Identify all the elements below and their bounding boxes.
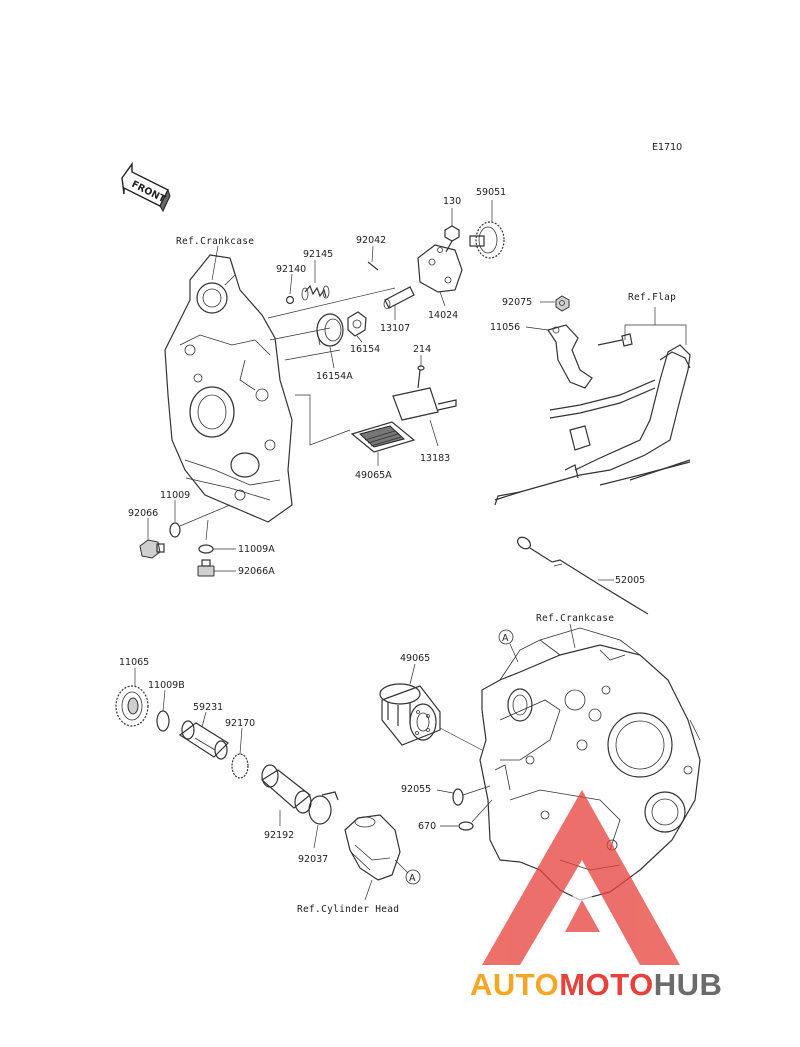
plate-13183 [392,387,457,421]
projection-line [295,394,351,446]
label-49065: 49065 [400,653,430,664]
nut-92075 [555,295,570,312]
washer-11009B [156,710,170,732]
pin-92042 [367,261,379,271]
diagram-code: E1710 [652,142,682,153]
label-16154: 16154 [350,344,380,355]
label-92145: 92145 [303,249,333,260]
label-92066: 92066 [128,508,158,519]
screw-214 [417,365,425,389]
cylinder-head-duct [344,814,401,881]
label-670: 670 [418,821,436,832]
flap-assembly [494,324,691,506]
label-92037: 92037 [298,854,328,865]
dipstick-52005 [516,536,649,615]
marker-a-bottom: A [405,869,421,885]
label-52005: 52005 [615,575,645,586]
label-92192: 92192 [264,830,294,841]
label-92055: 92055 [401,784,431,795]
leader-ref-flap [624,324,687,345]
label-13183: 13183 [420,453,450,464]
screen-49065A [350,421,416,453]
ball-92140 [285,295,295,305]
label-92170: 92170 [225,718,255,729]
oil-filter-49065 [379,683,441,746]
label-92075: 92075 [502,297,532,308]
label-14024: 14024 [428,310,458,321]
label-59051: 59051 [476,187,506,198]
label-11009A: 11009A [238,544,275,555]
plug-92066 [139,539,165,559]
rotor-16154A [316,313,344,347]
label-11009: 11009 [160,490,190,501]
ref-cylinder-head: Ref.Cylinder Head [297,904,399,915]
spring-92145 [301,284,330,301]
label-11065: 11065 [119,657,149,668]
label-214: 214 [413,344,431,355]
shaft-13107 [383,286,415,309]
crankcase-cover-top [164,254,293,523]
watermark-text: AUTOMOTOHUB [470,967,722,1002]
label-49065A: 49065A [355,470,392,481]
label-11056: 11056 [490,322,520,333]
pipe-59231 [178,720,229,760]
rotor-16154 [347,311,367,337]
front-arrow-icon: FRONT [121,161,171,213]
ref-crankcase-bottom: Ref.Crankcase [536,613,614,624]
washer-11009 [169,522,181,538]
hose-92192 [260,764,312,814]
svg-text:A: A [502,633,509,644]
part-11065 [115,685,149,727]
watermark-logo [482,790,680,965]
label-16154A: 16154A [316,371,353,382]
label-130: 130 [443,196,461,207]
ref-crankcase-top: Ref.Crankcase [176,236,254,247]
clamp-92037 [308,791,339,825]
clamp-92170 [231,753,249,779]
label-13107: 13107 [380,323,410,334]
label-92042: 92042 [356,235,386,246]
svg-text:A: A [409,873,416,884]
leader-ref-crankcase-bottom [569,623,576,649]
label-59231: 59231 [193,702,223,713]
leader-ref-crankcase-top [211,245,219,281]
label-92140: 92140 [276,264,306,275]
plug-92066A [197,559,215,577]
projection-line [269,327,331,341]
marker-a-top: A [498,629,514,645]
projection-line [267,287,396,319]
washer-11009A [198,544,214,554]
pump-cover-14024 [417,244,463,293]
gear-59051 [469,221,505,259]
ref-flap: Ref.Flap [628,292,676,303]
o-ring-92055 [452,788,464,806]
label-92066A: 92066A [238,566,275,577]
o-ring-670 [458,821,474,831]
label-11009B: 11009B [148,680,185,691]
